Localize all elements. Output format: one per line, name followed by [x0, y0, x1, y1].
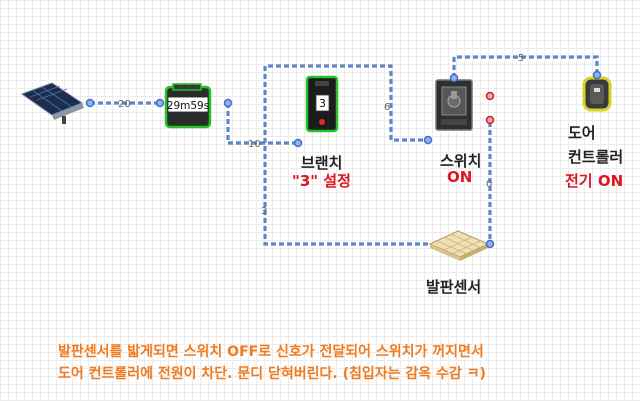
branch-input-port[interactable]: [293, 138, 303, 148]
switch-top-port[interactable]: [449, 73, 459, 83]
switch-input-port[interactable]: [423, 135, 433, 145]
sensor-input-port[interactable]: [485, 239, 495, 249]
switch-name-label: 스위치: [440, 152, 482, 170]
switch-off-output-port[interactable]: [485, 115, 495, 125]
timer-device[interactable]: 29m59s: [164, 83, 212, 129]
timer-display-text: 29m59s: [167, 100, 209, 112]
wire-branch-to-switch[interactable]: [263, 64, 428, 143]
explanation-note: 발판센서를 밟게되면 스위치 OFF로 신호가 전달되어 스위치가 꺼지면서 도…: [58, 341, 598, 385]
door-name-label-line1: 도어: [568, 124, 596, 142]
explanation-line-2: 도어 컨트롤러에 전원이 차단. 문디 닫혀버린다. (침입자는 감옥 수감 ㅋ…: [58, 366, 486, 382]
solar-output-port[interactable]: [85, 98, 95, 108]
door-name-label-line2: 컨트롤러: [568, 148, 624, 166]
branch-setting-label: "3" 설정: [292, 172, 351, 190]
branch-display-text: 3: [319, 97, 326, 110]
switch-state-label: ON: [447, 168, 473, 186]
solar-panel[interactable]: [20, 82, 84, 124]
timer-input-port[interactable]: [155, 98, 165, 108]
wire-label: 10: [248, 139, 261, 150]
wire-timer-to-branch[interactable]: [226, 103, 298, 145]
wire-label: 20: [118, 99, 131, 110]
wire-label: 3: [261, 206, 267, 217]
door-input-port[interactable]: [592, 70, 602, 80]
switch-device[interactable]: [435, 79, 473, 131]
wire-label: 0: [486, 179, 492, 190]
branch-device[interactable]: 3: [305, 75, 339, 133]
wire-switch-to-door[interactable]: [452, 55, 599, 78]
branch-display: [315, 94, 330, 112]
timer-display: [167, 96, 209, 113]
wire-timer-to-sensor[interactable]: [228, 141, 430, 246]
explanation-line-1: 발판센서를 밟게되면 스위치 OFF로 신호가 전달되어 스위치가 꺼지면서: [58, 344, 484, 360]
sensor-name-label: 발판센서: [426, 278, 482, 296]
pressure-plate-device[interactable]: [428, 230, 490, 261]
switch-on-output-port[interactable]: [485, 91, 495, 101]
branch-name-label: 브랜치: [301, 154, 343, 172]
timer-output-port[interactable]: [223, 98, 233, 108]
door-controller-device[interactable]: [582, 76, 612, 112]
door-state-label: 전기 ON: [565, 172, 624, 190]
wire-label: 5: [518, 53, 524, 64]
wire-label: 6: [384, 102, 390, 113]
